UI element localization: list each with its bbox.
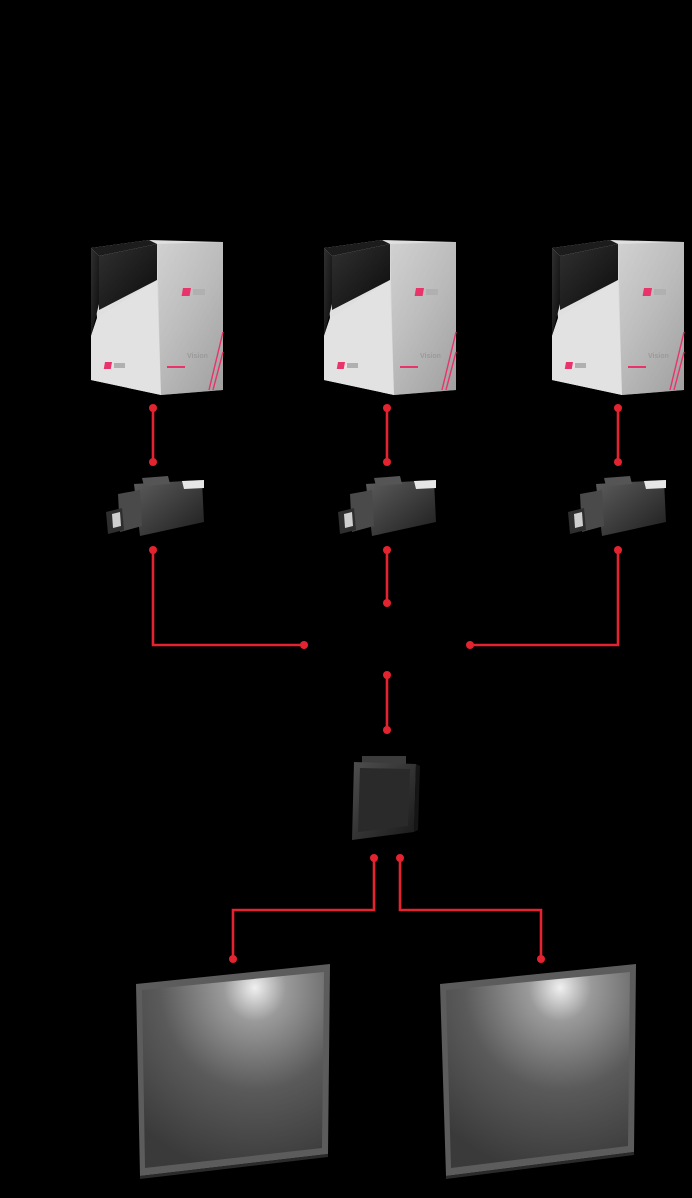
connection-dot	[396, 854, 404, 862]
control-box-icon	[352, 756, 420, 840]
brand-logo-icon	[181, 288, 205, 296]
connection-dot	[383, 546, 391, 554]
brand-label: Vision	[648, 353, 669, 360]
brand-logo-icon	[414, 288, 438, 296]
wire-head1-merge	[151, 548, 306, 647]
monitor-icon	[136, 964, 330, 1179]
monitor-1[interactable]	[136, 964, 330, 1179]
control-box[interactable]	[352, 756, 420, 840]
connection-dots	[149, 404, 622, 963]
connection-dot	[383, 404, 391, 412]
brand-logo-icon	[564, 362, 586, 369]
connection-dot	[229, 955, 237, 963]
camera-unit-1[interactable]: Vision	[91, 240, 224, 395]
connection-dot	[149, 404, 157, 412]
camera-head-1[interactable]	[106, 476, 204, 536]
camera-housing-icon	[324, 240, 457, 395]
accent-stripe	[400, 366, 418, 368]
connection-dot	[383, 671, 391, 679]
connection-dot	[383, 458, 391, 466]
brand-label: Vision	[187, 353, 208, 360]
brand-logo-icon	[642, 288, 666, 296]
wire-hub-monitor2	[398, 856, 543, 961]
wire-head3-merge	[468, 548, 620, 647]
camera-housing-icon	[91, 240, 224, 395]
connection-dot	[149, 458, 157, 466]
connection-dot	[370, 854, 378, 862]
connection-dot	[614, 546, 622, 554]
connection-dot	[537, 955, 545, 963]
connection-dot	[614, 404, 622, 412]
brand-logo-icon	[336, 362, 358, 369]
connection-dot	[383, 599, 391, 607]
monitor-icon	[440, 964, 636, 1179]
accent-stripe	[167, 366, 185, 368]
camera-housing-icon	[552, 240, 685, 395]
wiring	[151, 406, 620, 961]
connection-dot	[300, 641, 308, 649]
camera-unit-2[interactable]: Vision	[324, 240, 457, 395]
accent-stripe	[628, 366, 646, 368]
camera-head-icon	[568, 476, 666, 536]
camera-head-2[interactable]	[338, 476, 436, 536]
connection-dot	[383, 726, 391, 734]
camera-head-3[interactable]	[568, 476, 666, 536]
wire-hub-monitor1	[231, 856, 376, 961]
camera-head-icon	[106, 476, 204, 536]
camera-unit-3[interactable]: Vision	[552, 240, 685, 395]
connection-dot	[466, 641, 474, 649]
brand-label: Vision	[420, 353, 441, 360]
connection-dot	[614, 458, 622, 466]
brand-logo-icon	[103, 362, 125, 369]
camera-head-icon	[338, 476, 436, 536]
connection-dot	[149, 546, 157, 554]
monitor-2[interactable]	[440, 964, 636, 1179]
